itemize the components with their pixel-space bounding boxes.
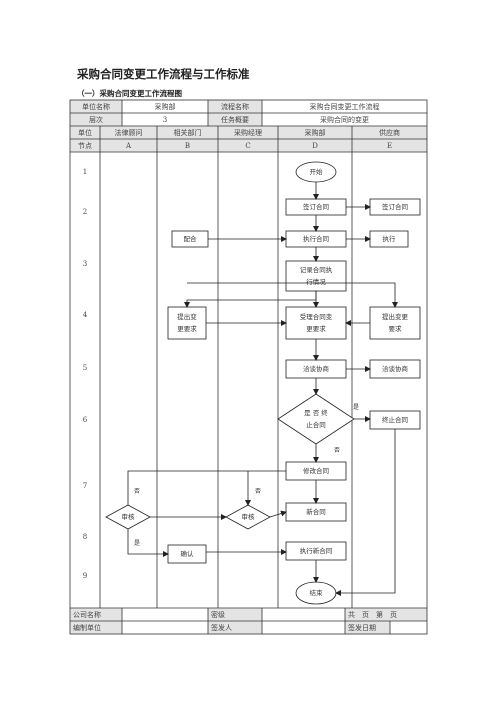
column-unit-c: 采购经理 xyxy=(218,126,278,139)
manager-review-label: 审核 xyxy=(241,513,255,521)
row-number-1: 1 xyxy=(82,168,88,176)
issue-date-label: 签发日期 xyxy=(345,621,390,634)
level-label: 层次 xyxy=(70,113,122,126)
row-number-9: 9 xyxy=(82,572,88,580)
record-label-line2: 行情况 xyxy=(306,278,326,286)
column-unit-d: 采购部 xyxy=(278,126,352,139)
unit-name-value: 采购部 xyxy=(154,102,176,111)
propose-change-supplier-label-line1: 提出变更 xyxy=(382,313,408,321)
column-node-e: E xyxy=(352,139,427,152)
record-box xyxy=(285,260,347,292)
execute-contract-label: 执行合同 xyxy=(303,235,329,243)
column-node-d: D xyxy=(278,139,352,152)
modify-contract-label: 修改合同 xyxy=(303,467,329,475)
task-label: 任务概要 xyxy=(208,113,262,126)
node-label: 节点 xyxy=(70,139,100,152)
sign-contract-label: 签订合同 xyxy=(303,203,329,211)
row-number-2: 2 xyxy=(82,208,88,216)
column-unit-b: 相关部门 xyxy=(157,126,218,139)
terminate-decision xyxy=(277,393,355,445)
flow-connectors xyxy=(127,182,398,596)
row-number-4: 4 xyxy=(82,311,88,319)
unit-name-label: 单位名称 xyxy=(70,100,122,113)
terminate-contract-label: 终止合同 xyxy=(382,416,408,424)
column-node-a: A xyxy=(100,139,157,152)
propose-change-supplier-box xyxy=(369,306,421,340)
sign-contract-supplier-label: 签订合同 xyxy=(382,203,408,211)
record-label-line1: 记录合同执 xyxy=(299,266,333,274)
execute-new-contract-label: 执行新合同 xyxy=(299,547,333,555)
execute-supplier-label: 执行 xyxy=(382,235,396,243)
accept-change-label-line1: 受理合同变 xyxy=(299,313,333,321)
accept-change-label-line2: 更要求 xyxy=(306,325,326,333)
table-border xyxy=(69,99,428,635)
secret-label: 密级 xyxy=(208,608,262,621)
decision-label-line1: 是 否 终 xyxy=(304,409,328,417)
decision-no-label: 否 xyxy=(334,447,341,454)
column-node-b: B xyxy=(157,139,218,152)
legal-yes-label: 是 xyxy=(134,540,141,547)
page-subtitle: （一）采购合同变更工作流程图 xyxy=(77,89,182,98)
new-contract-label: 新合同 xyxy=(306,508,326,516)
row-number-7: 7 xyxy=(82,482,88,490)
column-node-c: C xyxy=(218,139,278,152)
process-name-label: 流程名称 xyxy=(208,100,262,113)
page-title: 采购合同变更工作流程与工作标准 xyxy=(77,67,250,81)
negotiate-supplier-label: 洽谈协商 xyxy=(382,365,408,373)
propose-change-dept-box xyxy=(167,306,207,340)
manager-no-label: 否 xyxy=(255,488,262,495)
decision-label-line2: 止合同 xyxy=(306,421,326,429)
process-name-value: 采购合同变更工作流程 xyxy=(309,102,380,111)
legal-no-label: 否 xyxy=(134,488,141,495)
column-unit-e: 供应商 xyxy=(352,126,427,139)
company-label: 公司名称 xyxy=(70,608,122,621)
task-value: 采购合同的变更 xyxy=(320,115,369,124)
propose-change-dept-label-line1: 提出变 xyxy=(177,313,197,321)
column-unit-a: 法律顾问 xyxy=(100,126,157,139)
start-label: 开始 xyxy=(309,168,323,176)
confirm-label: 确认 xyxy=(180,550,194,558)
row-number-6: 6 xyxy=(82,416,88,424)
level-value: 3 xyxy=(162,115,168,124)
row-number-5: 5 xyxy=(82,364,88,372)
manager-review-decision xyxy=(225,504,271,530)
pages-text: 共 页 第 页 xyxy=(345,608,427,621)
propose-change-supplier-label-line2: 要求 xyxy=(388,325,402,333)
legal-review-label: 审核 xyxy=(121,513,135,521)
propose-change-dept-label-line2: 更要求 xyxy=(177,325,197,333)
end-label: 结束 xyxy=(309,589,323,597)
unit-label: 单位 xyxy=(70,126,100,139)
issuer-label: 签发人 xyxy=(208,621,262,634)
row-number-3: 3 xyxy=(82,260,88,268)
editor-label: 编制单位 xyxy=(70,621,122,634)
row-number-8: 8 xyxy=(82,533,88,541)
negotiate-label: 洽谈协商 xyxy=(303,365,329,373)
decision-yes-label: 是 xyxy=(353,404,360,411)
cooperate-label: 配合 xyxy=(183,235,197,243)
